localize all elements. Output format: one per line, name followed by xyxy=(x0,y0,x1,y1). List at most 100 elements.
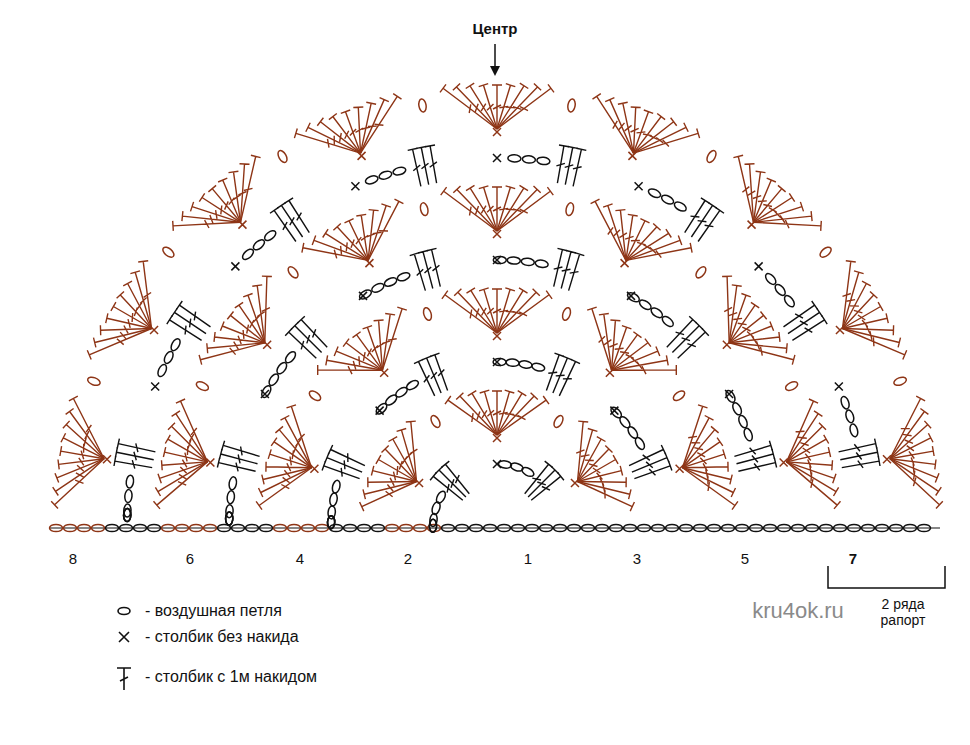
chain-stitch xyxy=(442,524,455,531)
single-crochet xyxy=(676,465,684,473)
single-crochet xyxy=(493,358,501,366)
chain-stitch xyxy=(358,524,371,531)
double-crochet xyxy=(683,405,708,468)
chain-stitch xyxy=(64,524,77,531)
chain-stitch xyxy=(267,372,280,387)
double-crochet xyxy=(217,458,255,472)
double-crochet xyxy=(214,332,265,344)
double-crochet xyxy=(729,341,787,353)
chain-stitch xyxy=(260,524,273,531)
chain-stitch xyxy=(531,362,545,372)
double-crochet xyxy=(599,314,612,371)
double-crochet xyxy=(155,462,207,496)
double-crochet xyxy=(691,203,716,237)
chain-stitch xyxy=(400,524,413,531)
single-crochet xyxy=(206,459,214,467)
single-crochet xyxy=(493,256,501,264)
double-crochet xyxy=(410,253,426,291)
chain-stitch xyxy=(358,288,373,301)
chain-stitch xyxy=(694,524,707,531)
chain-stitch xyxy=(392,166,406,176)
chain-stitch xyxy=(568,524,581,531)
chain-stitch xyxy=(134,524,147,531)
chain-stitch xyxy=(518,360,532,369)
double-crochet xyxy=(182,211,241,223)
double-crochet xyxy=(368,199,403,260)
double-crochet xyxy=(368,477,417,487)
chain-stitch xyxy=(510,462,525,473)
chain-stitch xyxy=(508,154,521,162)
single-crochet xyxy=(723,341,731,349)
chain-stitch xyxy=(764,272,778,286)
double-crochet xyxy=(698,208,724,242)
chain-stitch xyxy=(876,524,889,531)
double-crochet xyxy=(612,332,642,371)
double-crochet xyxy=(569,253,585,291)
single-crochet xyxy=(606,369,614,377)
chain-stitch xyxy=(370,282,385,294)
double-crochet xyxy=(587,307,611,370)
chain-stitch xyxy=(327,516,335,529)
row-number: 2 xyxy=(393,550,423,567)
double-crochet xyxy=(440,84,497,129)
double-crochet xyxy=(634,123,689,153)
double-crochet xyxy=(453,186,497,231)
chain-stitch xyxy=(374,402,388,416)
chain-stitch xyxy=(554,524,567,531)
double-crochet xyxy=(629,445,666,466)
double-crochet xyxy=(220,449,258,464)
double-crochet xyxy=(360,482,417,512)
chain-stitch xyxy=(522,155,536,163)
double-crochet xyxy=(312,236,368,261)
double-crochet xyxy=(626,243,692,261)
double-crochet xyxy=(573,148,586,186)
double-crochet xyxy=(418,251,433,289)
double-crochet xyxy=(497,396,549,435)
double-crochet xyxy=(87,329,151,360)
chain-stitch xyxy=(414,524,427,531)
repeat-label: 2 ряда рапорт xyxy=(862,596,944,628)
double-crochet xyxy=(787,462,839,496)
double-crochet xyxy=(787,423,826,462)
chain-stitch xyxy=(327,516,335,529)
double-crochet xyxy=(414,359,435,396)
double-crochet xyxy=(497,289,540,333)
double-crochet xyxy=(497,391,526,435)
double-crochet xyxy=(843,329,907,360)
double-crochet xyxy=(60,446,104,459)
double-crochet xyxy=(238,164,249,223)
double-crochet xyxy=(374,320,385,370)
double-crochet xyxy=(625,214,638,260)
double-crochet xyxy=(207,342,265,354)
single-crochet xyxy=(493,460,501,468)
double-crochet xyxy=(382,446,417,482)
double-crochet xyxy=(456,393,497,435)
double-crochet xyxy=(329,114,361,154)
double-crochet xyxy=(445,396,497,435)
row-number: 8 xyxy=(58,550,88,567)
row-number: 4 xyxy=(285,550,315,567)
double-crochet xyxy=(326,355,383,370)
double-crochet xyxy=(729,285,742,343)
chain-stitch xyxy=(834,524,847,531)
chain-stitch xyxy=(260,384,273,399)
watermark: kru4ok.ru xyxy=(736,598,860,623)
double-crochet xyxy=(266,462,312,472)
chain-stitch xyxy=(78,524,91,531)
chain-stitch xyxy=(418,98,427,112)
double-crochet xyxy=(123,281,151,328)
double-crochet xyxy=(546,353,564,391)
chain-stitch xyxy=(123,508,131,521)
double-crochet xyxy=(294,129,360,154)
chain-stitch xyxy=(638,524,651,531)
single-crochet xyxy=(628,152,636,160)
double-crochet xyxy=(683,468,736,497)
double-crochet xyxy=(890,396,925,459)
chain-stitch xyxy=(386,524,399,531)
double-crochet xyxy=(525,461,553,494)
chain-stitch xyxy=(123,508,131,521)
chain-stitch xyxy=(565,202,575,216)
double-crochet xyxy=(167,316,202,341)
chain-stitch xyxy=(708,524,721,531)
chain-stitch xyxy=(429,519,437,532)
